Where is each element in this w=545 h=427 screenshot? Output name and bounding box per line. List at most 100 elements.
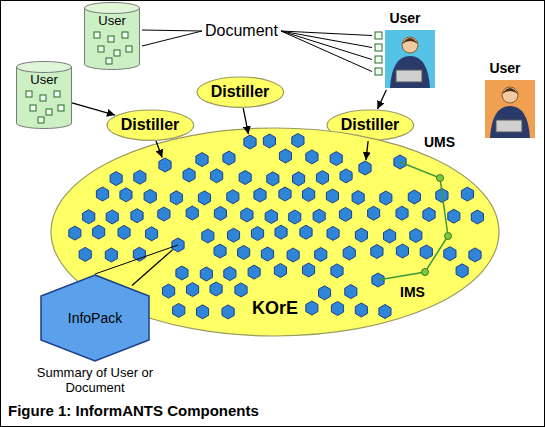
user-head	[502, 87, 518, 103]
document-square	[94, 32, 100, 38]
ant-hexagon	[287, 248, 299, 262]
ant-hexagon	[118, 225, 130, 239]
ant-hexagon	[110, 172, 122, 186]
ant-hexagon	[343, 246, 355, 260]
ant-hexagon	[254, 188, 266, 202]
ant-hexagon	[267, 172, 279, 186]
ant-hexagon	[327, 226, 339, 240]
node-label: User	[30, 73, 57, 88]
leader-line	[281, 31, 372, 72]
document-square	[40, 95, 46, 101]
ant-hexagon	[211, 169, 223, 183]
node-label: Distiller	[341, 116, 400, 134]
ant-hexagon	[313, 209, 325, 223]
ant-hexagon	[170, 191, 182, 205]
ims-dot	[445, 233, 452, 240]
document-square	[108, 36, 114, 42]
ant-hexagon	[105, 248, 117, 262]
ant-hexagon	[251, 227, 263, 241]
ant-hexagon	[315, 248, 327, 262]
ant-hexagon	[159, 158, 171, 172]
ant-hexagon	[241, 208, 253, 222]
ant-hexagon	[274, 264, 286, 278]
user-hair	[502, 88, 518, 94]
ant-hexagon	[222, 305, 234, 319]
connector-arrow	[132, 250, 173, 286]
ant-hexagon	[469, 248, 481, 262]
document-square	[375, 56, 382, 63]
document-square	[54, 91, 60, 97]
node-label: User	[98, 14, 125, 29]
leader-line	[281, 31, 372, 60]
ellipse-outline	[197, 77, 284, 107]
ant-hexagon	[227, 190, 239, 204]
user-database: User	[16, 61, 72, 129]
document-square	[122, 32, 128, 38]
ant-hexagon	[436, 188, 448, 202]
ant-hexagon	[359, 161, 371, 175]
ant-hexagon	[423, 208, 435, 222]
summary-note: Summary of User or Document	[30, 366, 160, 396]
ant-hexagon	[146, 227, 158, 241]
ant-hexagon	[265, 210, 277, 224]
connector-arrow	[366, 141, 368, 160]
ant-hexagon	[214, 244, 226, 258]
user-icon: User	[473, 60, 537, 140]
ant-hexagon	[408, 190, 420, 204]
figure-caption: Figure 1: InformANTS Components	[8, 402, 259, 419]
node-label: User	[489, 60, 520, 76]
zoom-line	[95, 245, 178, 274]
document-square	[375, 68, 382, 75]
document-square	[375, 32, 382, 39]
user-icon: User	[373, 10, 437, 90]
ant-hexagon	[345, 285, 357, 299]
ant-hexagon	[316, 171, 328, 185]
document-square	[26, 91, 32, 97]
ant-hexagon	[368, 206, 380, 220]
document-square	[375, 44, 382, 51]
region-name: KOrE	[252, 298, 298, 319]
node-label: InfoPack	[68, 310, 122, 326]
document-square	[30, 105, 36, 111]
ant-hexagon	[200, 267, 212, 281]
ant-hexagon	[384, 229, 396, 243]
ant-hexagon	[420, 245, 432, 259]
ant-hexagon	[202, 229, 214, 243]
user-body	[490, 106, 530, 138]
connector-arrow	[243, 108, 248, 134]
ant-hexagon	[261, 247, 273, 261]
ant-hexagon	[131, 209, 143, 223]
ant-hexagon	[292, 134, 304, 148]
ant-hexagon	[238, 245, 250, 259]
user-head	[402, 37, 418, 53]
ant-hexagon	[183, 168, 195, 182]
ant-hexagon	[303, 263, 315, 277]
ant-hexagon	[79, 247, 91, 261]
cylinder-top	[17, 62, 72, 73]
ant-hexagon	[106, 210, 118, 224]
ant-hexagon	[244, 135, 256, 149]
ant-hexagon	[163, 284, 175, 298]
document-square	[58, 105, 64, 111]
ant-hexagon	[331, 264, 343, 278]
ant-hexagon	[448, 209, 460, 223]
document-square	[98, 46, 104, 52]
ant-hexagon	[456, 264, 468, 278]
ums-label: UMS	[424, 134, 455, 150]
leader-line	[281, 31, 372, 48]
document-square	[126, 46, 132, 52]
document-leaders	[142, 30, 372, 72]
hexagon-outline	[41, 275, 149, 361]
ant-hexagon	[279, 187, 291, 201]
ellipse-outline	[107, 110, 194, 140]
ant-hexagon	[196, 153, 208, 167]
ant-hexagon	[306, 150, 318, 164]
ant-hexagon	[289, 210, 301, 224]
ant-hexagon	[187, 283, 199, 297]
ant-hexagon	[319, 286, 331, 300]
ant-hexagon	[228, 228, 240, 242]
ant-hexagon	[379, 305, 391, 319]
ant-hexagon	[444, 247, 456, 261]
